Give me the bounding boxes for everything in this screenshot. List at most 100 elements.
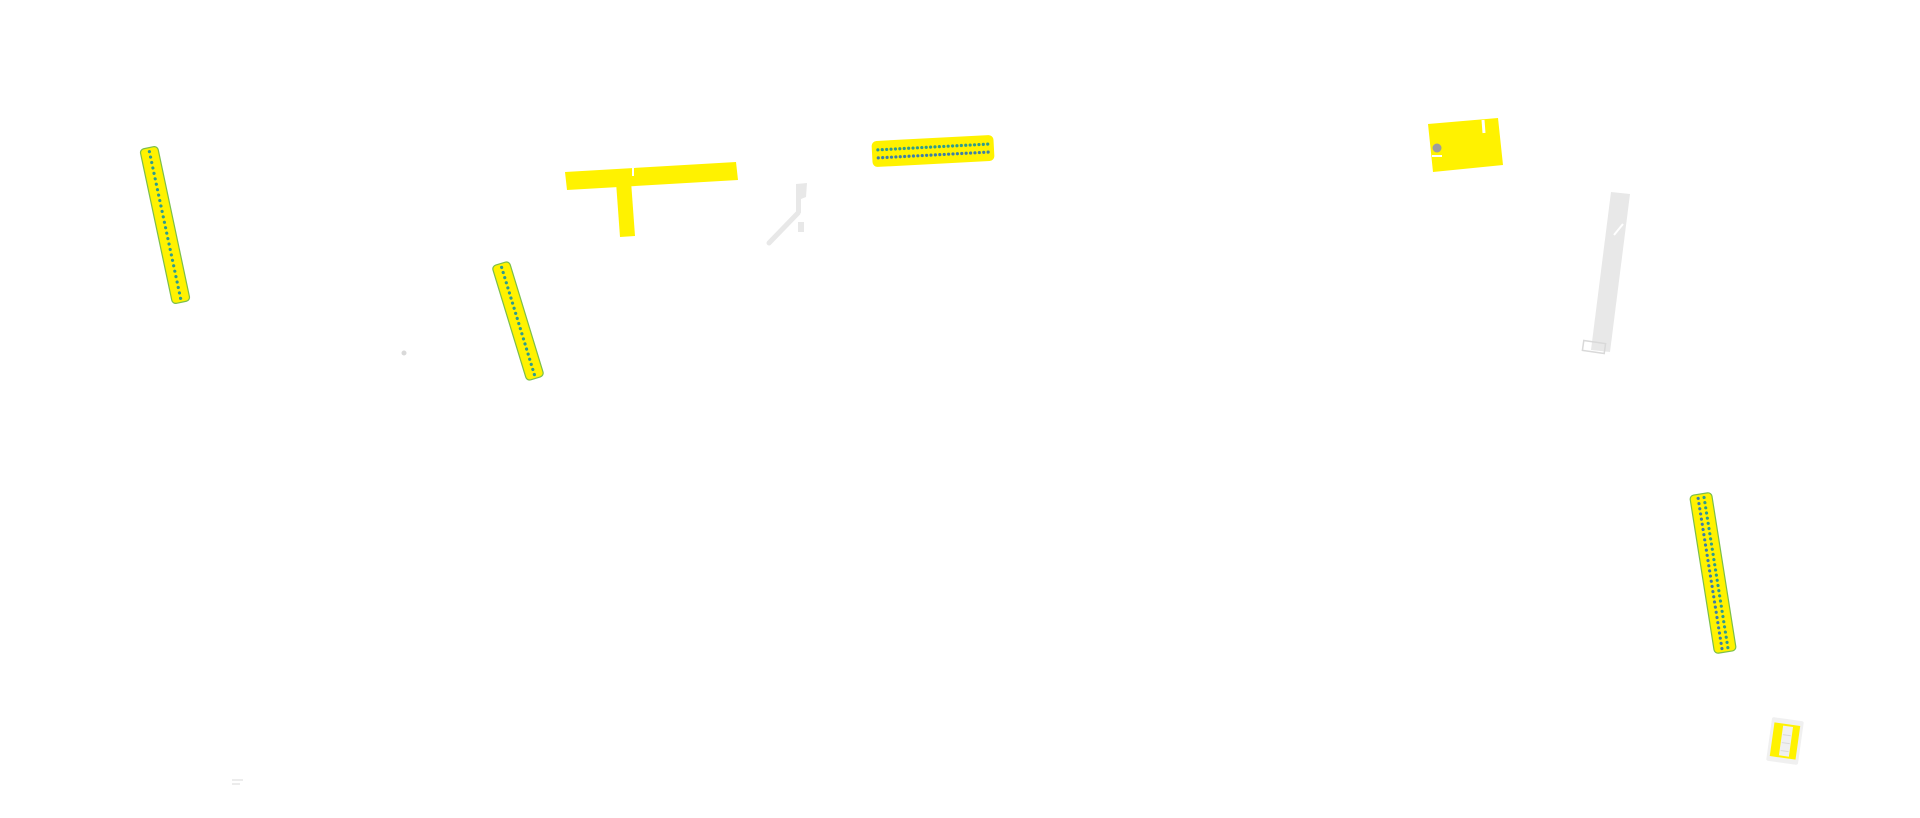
pin-header-3-pin-a-11 <box>920 145 924 150</box>
pin-header-2-body <box>492 261 544 381</box>
pin-header-2-pin-16 <box>523 342 527 346</box>
pin-header-4-pin-b-6 <box>1700 522 1704 526</box>
pin-header-3-pin-b-23 <box>973 151 977 155</box>
pin-header-4-pin-a-6 <box>1706 521 1710 525</box>
pin-header-4-pin-a-23 <box>1720 609 1724 613</box>
pin-header-2-pin-11 <box>515 316 519 321</box>
pin-header-4-pin-b-19 <box>1711 589 1715 594</box>
pin-header-4-pin-a-26 <box>1722 625 1727 629</box>
pin-header-4-pin-a-24 <box>1721 614 1725 619</box>
pin-header-1-pin-8 <box>155 188 160 192</box>
pin-header-3-pin-a-18 <box>950 144 955 148</box>
square-pad-dot <box>1432 143 1442 153</box>
pin-header-3-pin-a-3 <box>885 147 889 152</box>
pin-header-3-pin-b-20 <box>960 151 964 156</box>
pin-header-1-pin-27 <box>177 291 182 295</box>
pin-header-4-pin-b-11 <box>1704 548 1708 552</box>
pin-header-2-pin-19 <box>528 357 532 361</box>
pin-header-1-edge <box>139 145 191 305</box>
pin-header-1-body <box>140 146 190 304</box>
pin-header-3-pin-b-19 <box>955 152 959 156</box>
pin-header-1-pin-11 <box>159 204 163 208</box>
pin-header-2-pin-4 <box>504 281 508 285</box>
pin-header-4-pin-a-16 <box>1714 573 1718 577</box>
pin-header-3-pin-a-15 <box>937 145 941 149</box>
pin-header-2-pins <box>500 265 536 377</box>
pin-header-4-pin-b-25 <box>1716 621 1720 625</box>
pin-header-3-body <box>871 135 995 167</box>
small-connector-tick-1 <box>1782 734 1791 737</box>
pin-header-4-pin-a-15 <box>1713 568 1718 572</box>
pin-header-4-pin-b-29 <box>1719 641 1723 645</box>
pin-header-4-pin-b-7 <box>1701 527 1705 532</box>
pin-header-1-pin-28 <box>178 296 183 300</box>
pin-header-3[interactable] <box>871 135 995 167</box>
pin-header-1[interactable] <box>139 145 191 305</box>
pin-header-4-pin-b-30 <box>1720 646 1724 651</box>
pin-header-4-pin-b-17 <box>1709 579 1713 583</box>
pin-header-4-pin-a-20 <box>1718 594 1722 598</box>
pin-header-3-pin-a-17 <box>946 144 950 148</box>
pin-header-3-pin-a-7 <box>902 146 906 151</box>
pin-header-3-pin-b-8 <box>907 154 911 158</box>
pin-header-1-pins <box>147 150 183 300</box>
pin-header-1-pin-17 <box>166 236 170 241</box>
pin-header-3-pin-a-6 <box>898 147 902 151</box>
square-pad[interactable] <box>1428 118 1503 172</box>
pin-header-3-pin-b-14 <box>933 153 938 157</box>
pin-header-4-pin-b-4 <box>1699 512 1703 516</box>
pin-header-3-pin-a-16 <box>942 144 946 149</box>
t-bracket-stem <box>616 181 635 237</box>
pin-header-3-pin-b-5 <box>894 155 898 159</box>
pin-header-1-pin-6 <box>153 177 157 181</box>
pin-header-4-pin-b-20 <box>1712 595 1716 599</box>
gray-bar <box>1581 192 1630 355</box>
pin-header-3-pin-b-10 <box>916 154 920 158</box>
pin-header-3-pin-a-20 <box>959 143 963 148</box>
pin-header-3-pins-b <box>876 150 990 160</box>
pin-header-4-pin-b-9 <box>1703 538 1707 542</box>
pin-header-3-pin-a-14 <box>933 145 937 149</box>
pin-header-2-pin-1 <box>500 265 504 270</box>
pin-header-3-pin-b-7 <box>903 154 907 159</box>
pin-header-1-pin-7 <box>154 182 158 186</box>
pin-header-4-pin-a-18 <box>1716 583 1720 588</box>
pin-header-4-pin-a-22 <box>1719 604 1723 608</box>
pin-header-2-pin-14 <box>520 332 524 336</box>
pin-header-2[interactable] <box>492 261 544 381</box>
pin-header-1-pin-18 <box>167 242 171 246</box>
t-bracket[interactable] <box>565 162 738 237</box>
pin-header-4-pin-b-3 <box>1698 507 1702 511</box>
small-connector[interactable] <box>1766 717 1804 765</box>
pin-header-4-pin-b-13 <box>1706 558 1710 563</box>
pin-header-4-pin-b-1 <box>1696 496 1700 501</box>
pin-header-1-pin-22 <box>172 264 176 268</box>
pin-header-3-pin-b-6 <box>898 155 902 159</box>
pin-header-4-pin-a-3 <box>1704 506 1708 510</box>
pin-header-2-pin-12 <box>517 321 521 326</box>
pin-header-1-pin-20 <box>169 253 173 257</box>
pin-header-3-pin-b-3 <box>885 155 889 160</box>
pin-header-1-pin-10 <box>158 198 162 203</box>
pin-header-4-pin-a-21 <box>1718 599 1723 603</box>
pin-header-4-pin-a-5 <box>1705 516 1709 520</box>
pin-header-2-pin-15 <box>521 337 526 341</box>
pin-header-4-pin-a-28 <box>1724 635 1728 639</box>
pin-header-4-pin-a-7 <box>1707 526 1711 531</box>
pin-header-3-pin-b-26 <box>986 150 990 154</box>
small-dot <box>401 350 407 356</box>
pin-header-4-pin-b-28 <box>1718 636 1722 640</box>
pin-header-3-pin-a-23 <box>972 143 977 147</box>
pin-header-3-pin-a-5 <box>893 147 898 151</box>
square-pad-slot <box>1481 119 1486 134</box>
pin-header-3-pin-a-19 <box>955 144 959 148</box>
pin-header-3-pin-b-2 <box>881 156 885 160</box>
pin-header-4[interactable] <box>1689 492 1737 654</box>
pin-header-3-pin-a-22 <box>968 143 972 147</box>
pin-header-4-pin-b-8 <box>1702 533 1706 537</box>
pin-header-3-pin-b-17 <box>946 152 951 156</box>
pin-header-3-pin-b-13 <box>929 153 933 157</box>
pin-header-3-pin-a-25 <box>981 142 985 146</box>
